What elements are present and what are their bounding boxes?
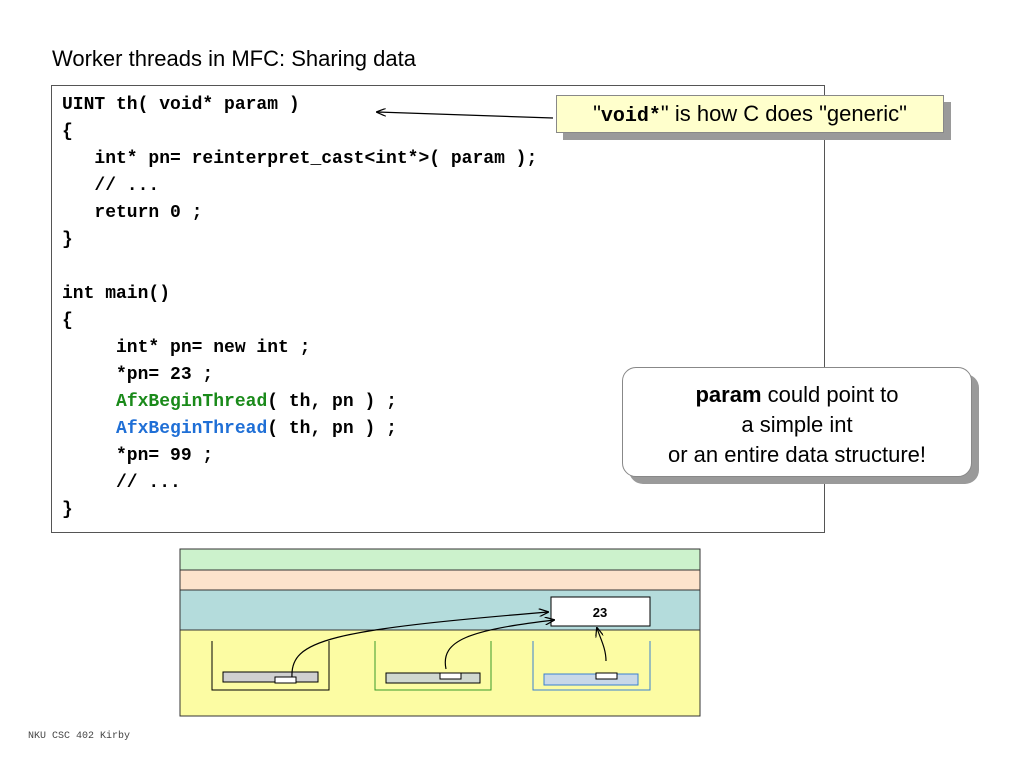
stack-main-record [222,671,319,683]
heap-int-value: 23 [593,605,607,620]
code-line-green-call: AfxBeginThread( th, pn ) ; [116,392,397,412]
stack-main-frame [211,641,330,691]
void-keyword: void* [600,105,661,128]
code-line: int* pn= new int ; [62,338,311,358]
pointer-arrow-blue [597,628,607,662]
code-line: *pn= 23 ; [62,365,214,385]
callout-param: param could point to a simple int or an … [622,367,972,477]
memory-band-code [179,548,701,571]
code-line: } [62,230,73,250]
code-line: { [62,122,73,142]
heap-int-box [550,596,651,627]
stack-blue-record [543,673,639,686]
afxbeginthread-blue: AfxBeginThread [116,419,268,439]
slide-title: Worker threads in MFC: Sharing data [52,46,416,71]
stack-blue-frame [532,641,651,691]
memory-band-static [179,569,701,591]
pointer-arrow-green [444,620,554,670]
code-line: // ... [62,176,160,196]
code-line: UINT th( void* param ) [62,95,300,115]
code-line: *pn= 99 ; [62,446,214,466]
footer-text: NKU CSC 402 Kirby [28,731,131,742]
callout-param-line-2: a simple int [741,412,853,437]
code-line: int main() [62,284,171,304]
afxbeginthread-green: AfxBeginThread [116,392,268,412]
stack-blue-pointer [595,672,618,680]
code-line: int* pn= reinterpret_cast<int*>( param )… [62,149,538,169]
callout-void-generic: "void*" is how C does "generic" [556,95,944,133]
callout-param-line-3: or an entire data structure! [667,442,927,467]
code-line: // ... [62,473,181,493]
code-line: } [62,500,73,520]
code-line: return 0 ; [62,203,203,223]
void-callout-arrow [377,112,554,119]
stack-green-frame [374,641,492,691]
code-line-blue-call: AfxBeginThread( th, pn ) ; [116,419,397,439]
pointer-arrow-main [291,612,548,678]
stack-green-record [385,672,481,684]
stack-green-pointer [439,672,462,680]
code-line: { [62,311,73,331]
stack-main-pointer [274,676,297,684]
callout-param-line-1: param could point to [695,382,899,407]
